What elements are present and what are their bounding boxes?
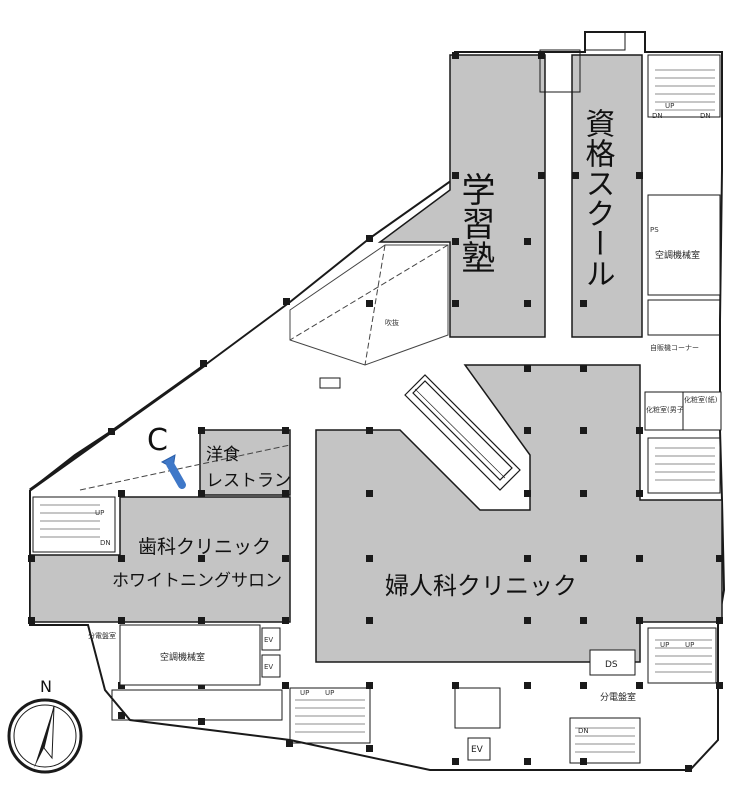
restroom-male-label: 化粧室(男子) [646,405,687,414]
svg-text:学習塾: 学習塾 [455,172,495,274]
compass: N [7,677,83,774]
up-marker-1: UP [665,102,674,110]
stair-treads [40,69,715,753]
corner-label: 自販機コーナー [650,343,699,352]
hvac-room-west [119,624,261,686]
ev-box-2 [261,654,281,678]
ps-label: PS [650,226,659,234]
dental-clinic-area[interactable] [29,496,291,623]
western-restaurant-area[interactable] [199,429,291,496]
restaurant-label-line1: 洋食 [206,445,240,465]
cram-school-label: 学習塾 [455,172,495,274]
info-counter [319,377,341,389]
qualification-school-label: 資格スクール [580,108,616,288]
atrium [79,244,449,491]
hvac-room-east [647,194,721,296]
hvac-room-east-label: 空調機械室 [655,249,700,261]
restroom-female-label: 化粧室(紙) [684,395,718,404]
electrical-room-east-label: 分電盤室 [600,691,636,703]
cram-school-area[interactable] [377,54,546,338]
ev-box-3[interactable] [467,737,491,761]
up-marker-2: UP [660,641,669,649]
up-marker-5: UP [325,689,334,697]
north-arrow-icon [34,705,55,768]
up-marker-3: UP [685,641,694,649]
svg-text:資格スクール: 資格スクール [580,108,616,288]
north-label: N [40,677,52,696]
restaurant-label-line2: レストラン [206,471,291,491]
dn-marker-1: DN [652,112,663,120]
atrium-label: 吹抜 [385,318,399,327]
electrical-room-west-label: 分電盤室 [88,631,116,640]
dental-label-line1: 歯科クリニック [138,536,271,558]
dental-label-line2: ホワイトニングサロン [112,571,282,591]
restroom-female-box [682,391,722,431]
structural-columns [28,52,723,772]
gynecology-label: 婦人科クリニック [385,572,577,600]
dn-marker-4: DN [578,727,589,735]
location-arrow-icon [160,454,186,489]
hvac-room-west-label: 空調機械室 [160,651,205,663]
dn-marker-3: DN [100,539,111,547]
stair-blocks [32,31,721,764]
up-marker-4: UP [300,689,309,697]
location-marker-c: C [147,423,168,458]
ds-box [589,649,636,676]
building-outline [29,31,726,771]
ev-label-2: EV [264,663,273,671]
qualification-school-area[interactable] [571,54,643,338]
ds-label: DS [605,660,618,670]
dn-marker-2: DN [700,112,711,120]
ev-label-1: EV [264,636,273,644]
ev-label-3: EV [471,745,484,755]
escalator[interactable] [404,374,521,491]
ev-box-1 [261,627,281,651]
tenant-blocks [29,54,723,663]
up-marker-6: UP [95,509,104,517]
